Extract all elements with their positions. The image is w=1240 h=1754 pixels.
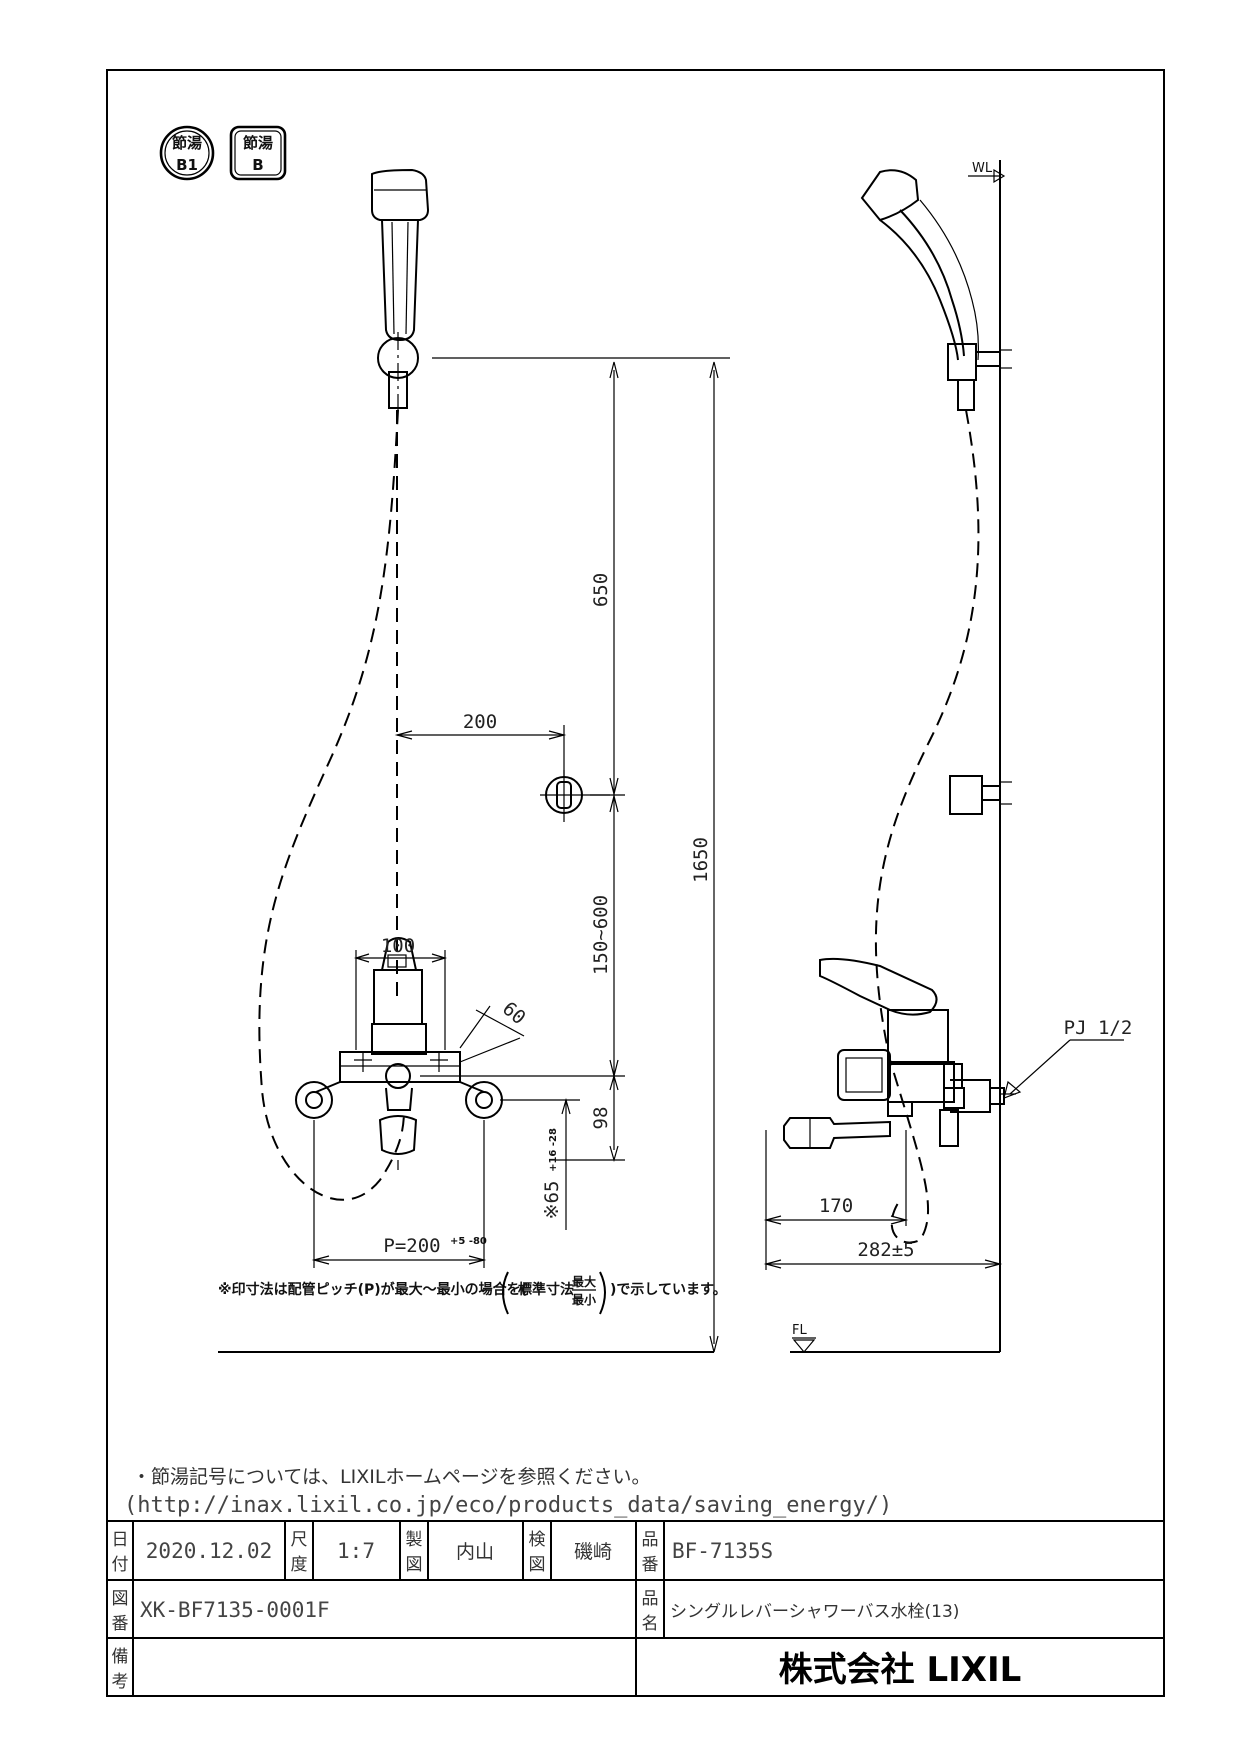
date-label-1: 日 [112, 1530, 129, 1550]
checked-label-2: 図 [529, 1555, 546, 1575]
dim-150-600: 150~600 [590, 895, 612, 975]
product-no-label-2: 番 [642, 1555, 659, 1575]
scale-label-1: 尺 [291, 1530, 308, 1550]
setsuyu-b-badge: 節湯 B [229, 125, 287, 181]
shower-head-side [860, 169, 1012, 411]
dim-98: 98 [590, 1107, 612, 1130]
dim-65-tolerance: +16 -28 [548, 1128, 559, 1172]
dim-200: 200 [463, 711, 497, 733]
product-name-label-1: 品 [642, 1589, 659, 1609]
drawn-label-2: 図 [406, 1555, 423, 1575]
pitch-note: ※印寸法は配管ピッチ(P)が最大～最小の場合を( 標準寸法 最大 最小 )で示し… [218, 1271, 727, 1315]
sheet-border [106, 69, 1165, 1697]
wl-label: WL [972, 161, 993, 176]
hose-path-side [874, 409, 980, 1244]
slide-hook-side [949, 775, 1012, 815]
drawing-no-value: XK-BF7135-0001F [140, 1598, 330, 1622]
shower-head-front [371, 168, 430, 342]
date-label-2: 付 [112, 1555, 129, 1575]
fl-label: FL [792, 1323, 807, 1338]
saving-note: ・節湯記号については、LIXILホームページを参照ください。 [132, 1466, 651, 1488]
product-name-value: シングルレバーシャワーバス水栓(13) [670, 1602, 959, 1622]
badge-b-top: 節湯 [243, 134, 273, 152]
pj-label: PJ 1/2 [1064, 1017, 1133, 1039]
drawn-label-1: 製 [406, 1530, 423, 1550]
drawing-no-label-2: 番 [112, 1614, 129, 1634]
dim-pitch: P=200 [383, 1235, 440, 1257]
hose-path-front [258, 409, 405, 1201]
pitch-note-text-c: )で示しています。 [610, 1282, 727, 1298]
scale-label-2: 度 [291, 1555, 308, 1575]
remarks-label-1: 備 [112, 1647, 129, 1667]
product-name-label-2: 名 [642, 1614, 659, 1634]
drawn-value: 内山 [456, 1541, 494, 1563]
badge-b1-top: 節湯 [172, 134, 202, 152]
dim-100: 100 [381, 935, 415, 957]
pitch-note-max: 最大 [572, 1274, 596, 1289]
badge-b-bottom: B [252, 156, 263, 174]
badge-b1-bottom: B1 [176, 156, 198, 174]
dim-pitch-tolerance: +5 -80 [450, 1236, 487, 1247]
pitch-note-min: 最小 [572, 1292, 596, 1307]
dim-1650: 1650 [690, 837, 712, 883]
drawing-no-label-1: 図 [112, 1589, 129, 1609]
front-view: 650 1650 200 150~600 100 60 98 [218, 168, 730, 1353]
checked-label-1: 検 [529, 1530, 546, 1550]
pitch-note-text-b: 標準寸法 [518, 1281, 574, 1298]
remarks-label-2: 考 [112, 1672, 129, 1692]
date-value: 2020.12.02 [146, 1539, 272, 1563]
title-block: 日 付 2020.12.02 尺 度 1:7 製 図 内山 検 図 磯崎 品 番… [107, 1520, 1164, 1696]
scale-value: 1:7 [337, 1539, 375, 1563]
setsuyu-b1-badge: 節湯 B1 [159, 125, 215, 181]
faucet-body-front [295, 937, 503, 1170]
dim-282: 282±5 [857, 1239, 914, 1261]
slide-hook-front [540, 770, 610, 822]
faucet-body-side [783, 957, 1016, 1149]
dim-65: ※65 [541, 1181, 563, 1220]
saving-url: (http://inax.lixil.co.jp/eco/products_da… [124, 1493, 892, 1518]
checked-value: 磯崎 [574, 1541, 612, 1563]
dim-170: 170 [819, 1195, 853, 1217]
company-logo: 株式会社 LIXIL [779, 1650, 1022, 1690]
shower-hook-front [377, 332, 419, 410]
pitch-note-text-a: ※印寸法は配管ピッチ(P)が最大～最小の場合を( [218, 1281, 527, 1298]
side-view: WL [763, 160, 1133, 1353]
product-no-label-1: 品 [642, 1530, 659, 1550]
product-no-value: BF-7135S [672, 1539, 773, 1563]
dim-650: 650 [590, 573, 612, 607]
